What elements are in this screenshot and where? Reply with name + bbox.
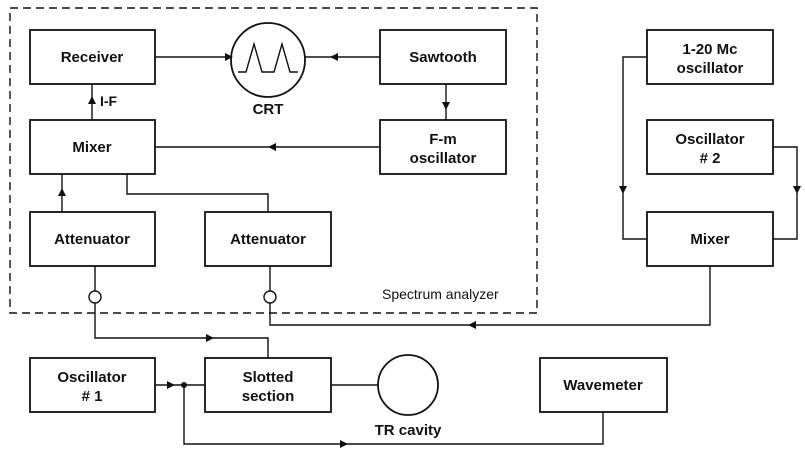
spectrum-analyzer-boundary [9,7,538,314]
crt-block: CRT [230,22,306,118]
arrow-osc2-mixer [793,186,801,194]
wavemeter-block: Wavemeter [539,357,668,413]
oscillator-1-block: Oscillator # 1 [29,357,156,413]
arrow-mixer-receiver [88,96,96,104]
attenuator-2-block: Attenuator [204,211,332,267]
tr-cavity-label: TR cavity [375,422,442,439]
attenuator-2-label: Attenuator [230,231,306,248]
wire-mixer-att2 [126,174,269,212]
osc-1-20mc-block: 1-20 Mc oscillator [646,29,774,85]
arrow-att1-mixer [58,188,66,196]
arrow-sawtooth-fm [442,102,450,110]
osc-1-20mc-label-line1: 1-20 Mc [682,41,737,58]
oscillator-1-label-line1: Oscillator [57,369,126,386]
arrow-osc120-mixer [619,186,627,194]
wire-external-mixer-att2 [269,266,711,326]
fm-oscillator-block: F-m oscillator [379,119,507,175]
crt-label: CRT [253,101,284,118]
tr-cavity-block: TR cavity [375,354,442,439]
oscillator-2-block: Oscillator # 2 [646,119,774,175]
arrow-junction-wavemeter [340,440,348,448]
receiver-label: Receiver [61,49,124,66]
arrow-osc1-slotted [167,381,175,389]
attenuator-1-label: Attenuator [54,231,130,248]
crt-trace [238,41,298,73]
osc-1-20mc-label-line2: oscillator [677,60,744,77]
slotted-section-block: Slotted section [204,357,332,413]
oscillator-1-label-line2: # 1 [82,388,103,405]
connector-att1 [88,290,102,304]
arrow-connector1-slotted [206,334,214,342]
arrow-fm-mixer [268,143,276,151]
mixer-analyzer-label: Mixer [72,139,111,156]
wire-osc120-mixer [622,56,647,240]
oscillator-2-label-line1: Oscillator [675,131,744,148]
fm-oscillator-label-line1: F-m [429,131,457,148]
wire-junction-wavemeter [183,385,604,445]
attenuator-1-block: Attenuator [29,211,156,267]
slotted-section-label-line2: section [242,388,295,405]
wire-osc2-mixer [773,146,798,240]
mixer-external-block: Mixer [646,211,774,267]
spectrum-analyzer-label: Spectrum analyzer [382,286,499,302]
slotted-section-label-line1: Slotted [243,369,294,386]
mixer-external-label: Mixer [690,231,729,248]
sawtooth-label: Sawtooth [409,49,477,66]
oscillator-2-label-line2: # 2 [700,150,721,167]
mixer-analyzer-block: Mixer [29,119,156,175]
connector-att2 [263,290,277,304]
arrow-receiver-crt [225,53,233,61]
sawtooth-block: Sawtooth [379,29,507,85]
fm-oscillator-label-line2: oscillator [410,150,477,167]
arrow-sawtooth-crt [330,53,338,61]
wire-connector1-slotted [94,303,269,358]
receiver-block: Receiver [29,29,156,85]
wavemeter-label: Wavemeter [563,377,643,394]
if-label: I-F [100,93,118,109]
arrow-external-mixer-att2 [468,321,476,329]
